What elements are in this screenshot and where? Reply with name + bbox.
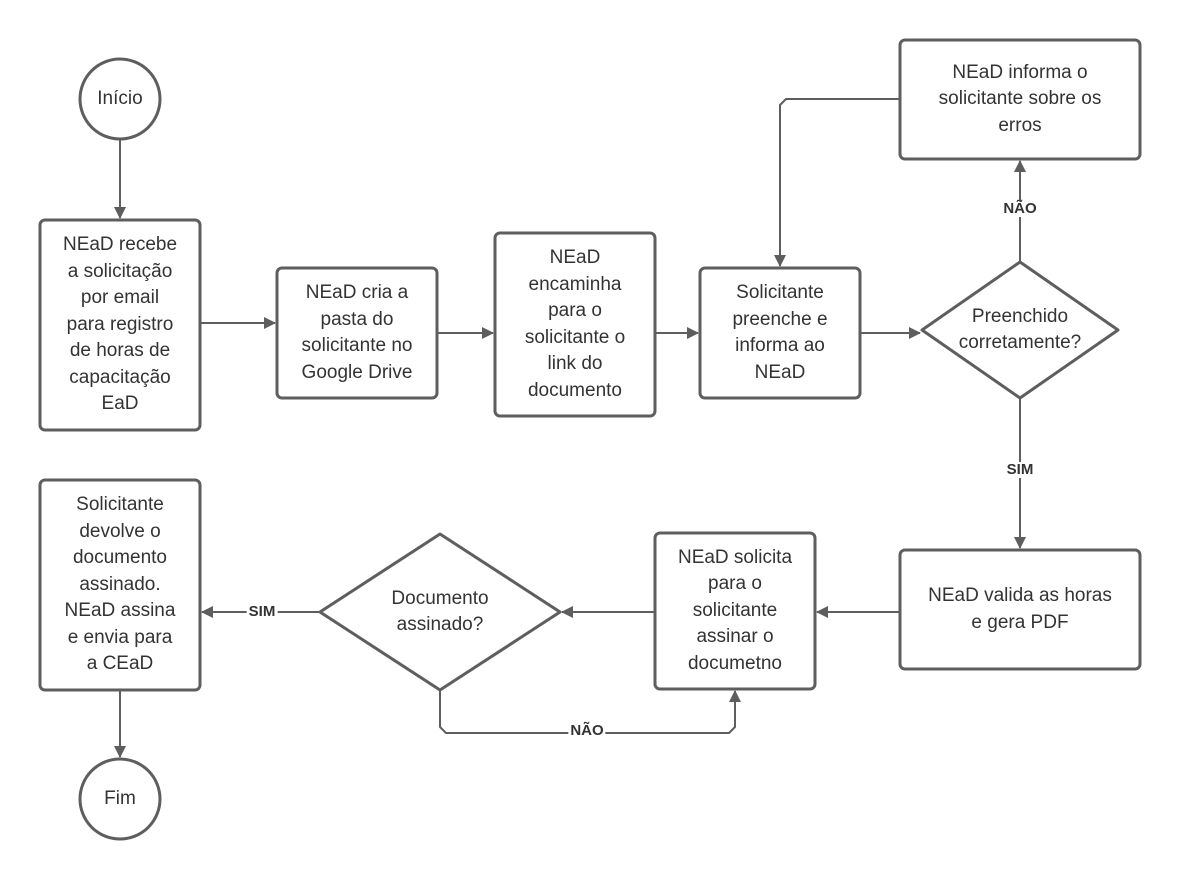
edge-label-signed-to-return-doc: SIM: [246, 603, 278, 620]
process-validate-shape: [898, 548, 1142, 671]
process-receive-shape: [38, 218, 202, 432]
terminal-start-shape: [78, 57, 162, 141]
decision-correct-shape: [920, 260, 1120, 400]
edge-label-correct-to-inform-errors: NÃO: [1001, 200, 1039, 217]
process-return-doc-shape: [38, 478, 202, 692]
process-inform-errors-shape: [898, 38, 1142, 161]
edge-label-correct-to-validate: SIM: [1004, 461, 1036, 478]
process-fill-shape: [698, 266, 862, 400]
edge-label-signed-to-request-sign: NÃO: [568, 722, 606, 739]
process-request-sign-shape: [653, 531, 817, 691]
connector-inform-errors-to-fill: [774, 98, 900, 267]
decision-signed-shape: [318, 532, 562, 692]
process-forward-link-shape: [493, 231, 657, 418]
terminal-end-shape: [78, 757, 162, 841]
process-create-folder-shape: [275, 266, 439, 400]
